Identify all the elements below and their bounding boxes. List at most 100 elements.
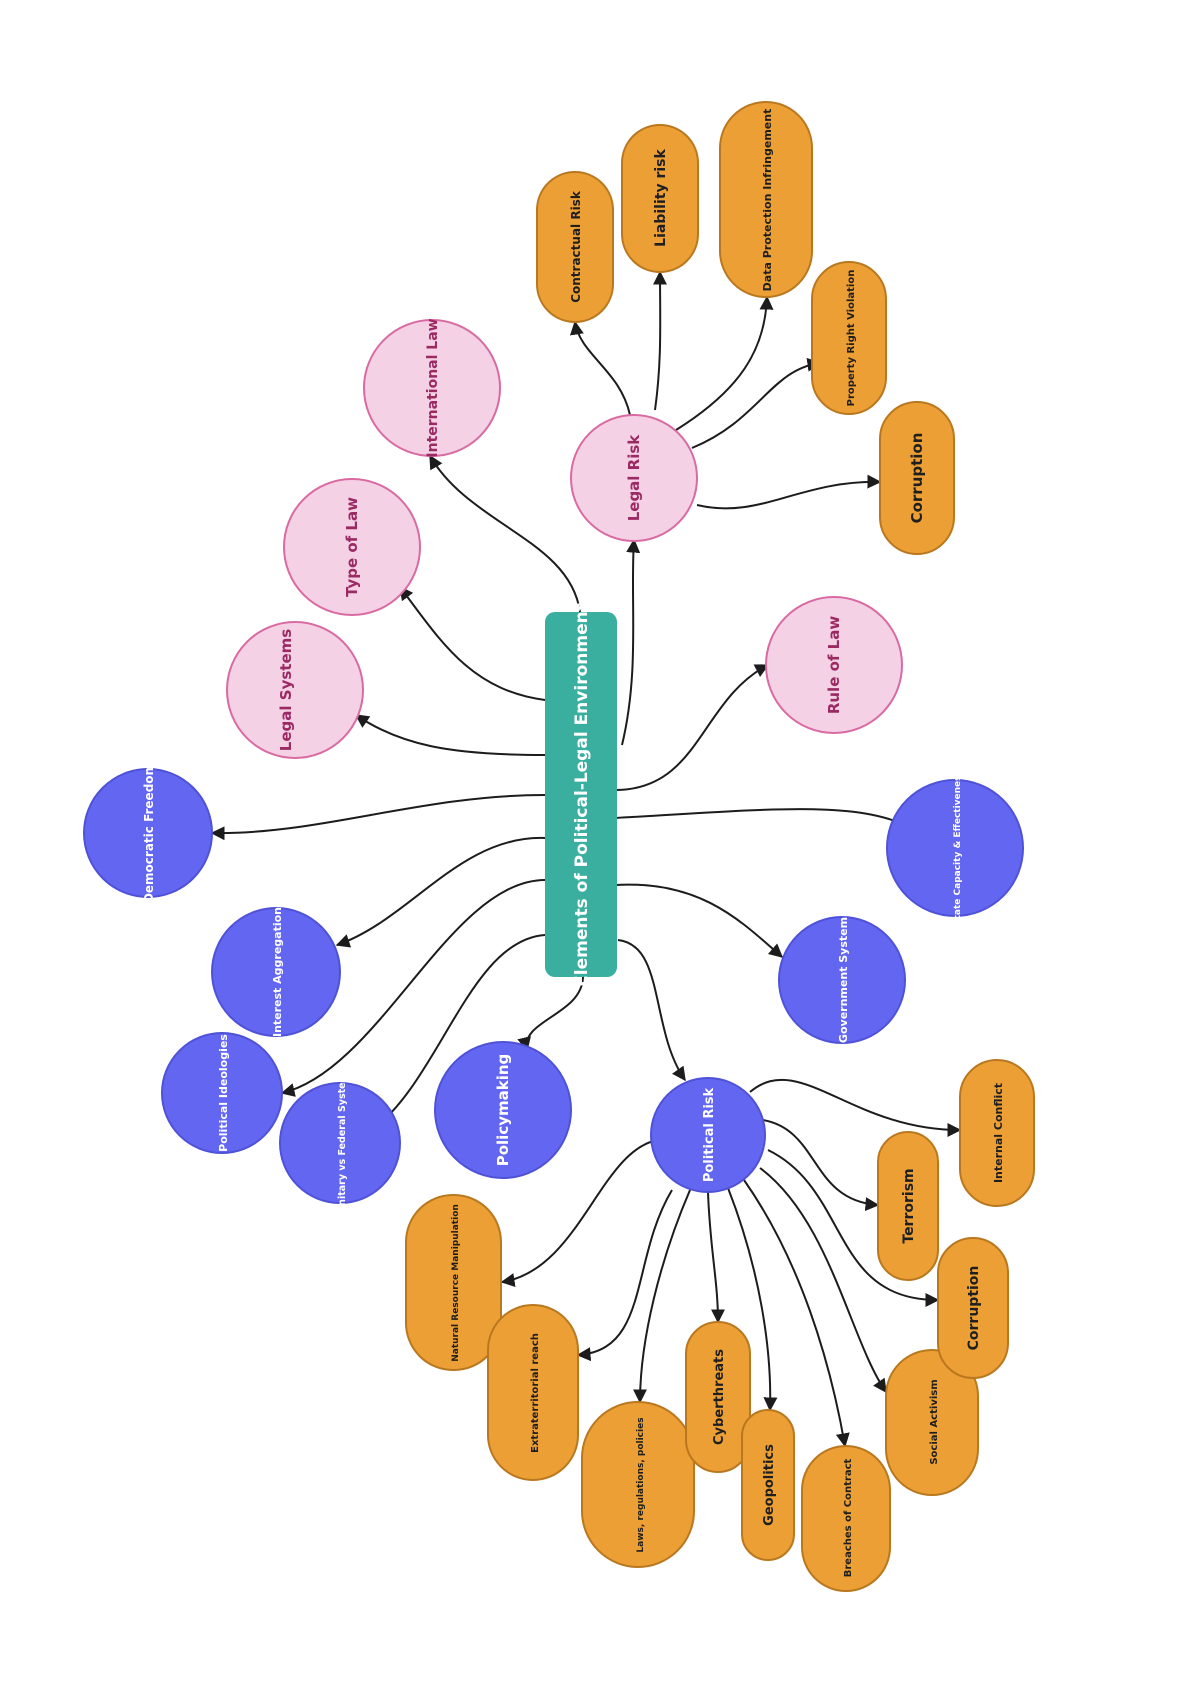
legal-corruption-label: Corruption xyxy=(908,433,926,524)
node-internal-conflict: Internal Conflict xyxy=(959,1059,1035,1207)
edge-pr-extraterritorial xyxy=(576,1189,673,1362)
extraterritorial-box xyxy=(487,1304,579,1481)
cyberthreats-box xyxy=(685,1321,751,1473)
edge-center-legal-systems xyxy=(354,714,546,756)
breaches-label: Breaches of Contract xyxy=(843,1459,854,1578)
node-cyberthreats: Cyberthreats xyxy=(685,1321,751,1473)
legal-corruption-box xyxy=(879,401,955,555)
terrorism-label: Terrorism xyxy=(901,1168,917,1243)
geopolitics-label: Geopolitics xyxy=(762,1444,777,1526)
edge-center-democratic-freedom xyxy=(210,794,546,841)
connector-lines xyxy=(210,270,962,1448)
node-laws-regulations: Laws, regulations, policies xyxy=(581,1401,695,1568)
edge-center-unitary-federal xyxy=(370,934,546,1131)
political-nodes: Democratic Freedom Interest Aggregation … xyxy=(83,763,1024,1214)
political-risk-nodes: Natural Resource Manipulation Extraterri… xyxy=(405,1059,1035,1592)
internal-conflict-box xyxy=(959,1059,1035,1207)
edge-pr-internal-conflict xyxy=(749,1078,962,1137)
political-ideologies-circle xyxy=(161,1032,283,1154)
legal-risk-circle xyxy=(570,414,698,542)
property-right-label: Property Right Violation xyxy=(846,270,857,407)
international-law-label: International Law xyxy=(425,318,441,457)
democratic-freedom-circle xyxy=(83,768,213,898)
node-legal-systems: Legal Systems xyxy=(226,621,364,759)
node-political-ideologies: Political Ideologies xyxy=(161,1032,283,1154)
edge-legal-risk-property xyxy=(691,357,822,449)
node-data-protection: Data Protection Infringement xyxy=(719,101,813,298)
edge-pr-terrorism xyxy=(762,1119,880,1212)
contractual-risk-box xyxy=(536,171,614,323)
node-natural-resource: Natural Resource Manipulation xyxy=(405,1194,502,1371)
edge-pr-social-activism xyxy=(759,1167,887,1394)
node-political-corruption: Corruption xyxy=(937,1237,1009,1379)
geopolitics-box xyxy=(741,1409,795,1561)
political-corruption-box xyxy=(937,1237,1009,1379)
node-unitary-federal: Unitary vs Federal System xyxy=(279,1072,401,1214)
edge-legal-risk-corruption xyxy=(696,474,882,510)
property-right-box xyxy=(811,261,887,415)
node-interest-aggregation: Interest Aggregation xyxy=(211,907,341,1037)
legal-systems-circle xyxy=(226,621,364,759)
edge-center-interest-aggregation xyxy=(335,836,546,948)
edge-pr-geopolitics xyxy=(727,1187,778,1412)
contractual-risk-label: Contractual Risk xyxy=(569,190,583,303)
laws-regulations-label: Laws, regulations, policies xyxy=(636,1417,646,1552)
node-state-capacity: State Capacity & Effectiveness xyxy=(886,770,1024,926)
interest-aggregation-circle xyxy=(211,907,341,1037)
edge-pr-natural-resource xyxy=(500,1139,659,1287)
edge-center-government-system xyxy=(614,883,784,958)
interest-aggregation-label: Interest Aggregation xyxy=(271,907,284,1037)
node-geopolitics: Geopolitics xyxy=(741,1409,795,1561)
social-activism-label: Social Activism xyxy=(929,1379,940,1464)
edge-center-political-risk xyxy=(617,939,686,1082)
democratic-freedom-label: Democratic Freedom xyxy=(142,763,156,903)
edge-center-policymaking xyxy=(517,976,584,1052)
rule-of-law-label: Rule of Law xyxy=(825,616,843,714)
edge-pr-cyberthreats xyxy=(707,1191,725,1324)
laws-regulations-box xyxy=(581,1401,695,1568)
edge-center-political-ideologies xyxy=(280,879,546,1097)
political-risk-label: Political Risk xyxy=(702,1087,717,1182)
edge-legal-risk-contractual xyxy=(569,320,631,416)
node-contractual-risk: Contractual Risk xyxy=(536,171,614,323)
unitary-federal-circle xyxy=(279,1082,401,1204)
node-social-activism: Social Activism xyxy=(885,1349,979,1496)
liability-risk-label: Liability risk xyxy=(653,148,669,246)
edge-legal-risk-data-protection xyxy=(675,295,774,431)
policymaking-circle xyxy=(434,1041,572,1179)
edge-pr-corruption xyxy=(767,1149,940,1307)
center-node-box xyxy=(545,612,617,977)
legal-systems-line: Legal Systems xyxy=(277,629,295,751)
policymaking-label: Policymaking xyxy=(494,1054,512,1167)
edge-center-rule-of-law xyxy=(614,664,770,791)
edge-center-type-of-law xyxy=(399,585,546,701)
type-of-law-label: Type of Law xyxy=(343,497,361,597)
liability-risk-box xyxy=(621,124,699,273)
center-node: Elements of Political-Legal Environment xyxy=(545,603,617,987)
node-terrorism: Terrorism xyxy=(877,1131,939,1281)
political-ideologies-label: Political Ideologies xyxy=(217,1034,230,1152)
data-protection-box xyxy=(719,101,813,298)
node-type-of-law: Type of Law xyxy=(283,478,421,616)
natural-resource-label: Natural Resource Manipulation xyxy=(451,1204,461,1362)
type-of-law-circle xyxy=(283,478,421,616)
state-capacity-label: State Capacity & Effectiveness xyxy=(953,770,963,926)
edge-center-legal-risk xyxy=(621,538,641,746)
natural-resource-box xyxy=(405,1194,502,1371)
node-policymaking: Policymaking xyxy=(434,1041,572,1179)
political-risk-circle xyxy=(650,1077,766,1193)
government-system-label: Government System xyxy=(837,917,850,1043)
edge-legal-risk-liability xyxy=(653,270,668,411)
legal-nodes: Legal Systems Type of Law International … xyxy=(226,318,903,759)
node-extraterritorial: Extraterritorial reach xyxy=(487,1304,579,1481)
edge-pr-laws xyxy=(633,1189,691,1404)
node-political-risk: Political Risk xyxy=(650,1077,766,1193)
rule-of-law-circle xyxy=(765,596,903,734)
legal-systems-label: Legal Systems xyxy=(277,629,295,751)
node-international-law: International Law xyxy=(363,318,501,458)
center-node-label: Elements of Political-Legal Environment xyxy=(572,603,592,987)
state-capacity-circle xyxy=(886,779,1024,917)
legal-risk-nodes: Contractual Risk Liability risk Data Pro… xyxy=(536,101,955,555)
edge-center-state-capacity xyxy=(614,808,907,827)
